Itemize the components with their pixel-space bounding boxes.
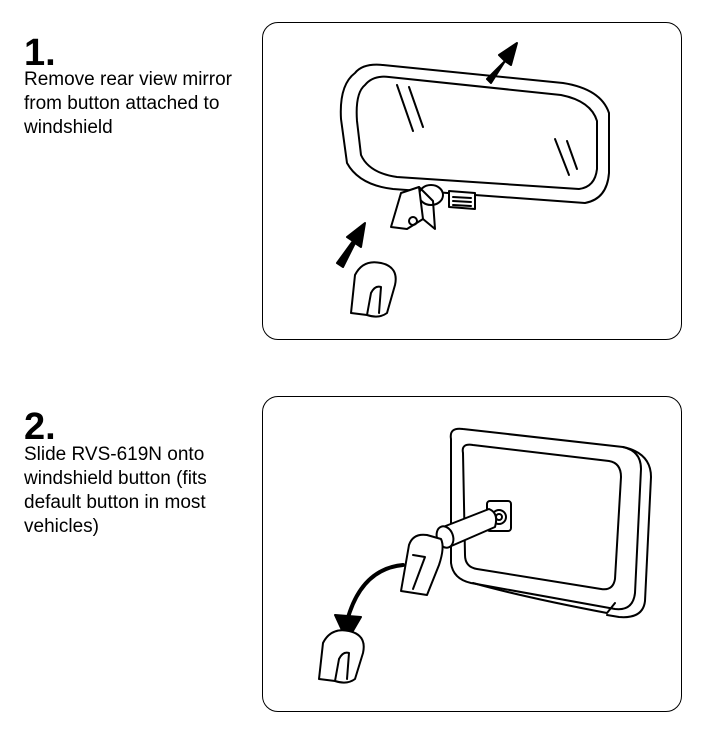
device-back-panel bbox=[461, 443, 622, 591]
glass-glare bbox=[554, 138, 570, 176]
curved-arrow-icon bbox=[345, 563, 405, 623]
curved-arrow-head bbox=[334, 614, 362, 642]
glass-glare bbox=[408, 86, 424, 128]
arrow-up-right-icon bbox=[336, 222, 366, 268]
glass-glare bbox=[396, 84, 414, 132]
step-1-illustration-panel bbox=[262, 22, 682, 340]
rearview-mirror-removal-icon bbox=[336, 42, 610, 318]
mount-bracket bbox=[390, 186, 424, 230]
mirror-glass bbox=[355, 75, 598, 190]
arrow-up-right-icon bbox=[486, 42, 518, 84]
camera-mount-slide-icon bbox=[318, 427, 652, 684]
step-2-instruction: Slide RVS-619N onto windshield button (f… bbox=[24, 444, 207, 537]
mirror-stem-ball bbox=[418, 184, 444, 206]
mirror-housing bbox=[339, 63, 610, 204]
device-housing bbox=[449, 427, 642, 611]
mount-arm bbox=[442, 508, 498, 548]
step-2-illustration-panel bbox=[262, 396, 682, 712]
step-2-number: 2. bbox=[24, 406, 56, 448]
mount-screw bbox=[408, 216, 418, 226]
glass-glare bbox=[566, 140, 578, 170]
step-1-number: 1. bbox=[24, 32, 56, 74]
step-1-instruction: Remove rear view mirror from button atta… bbox=[24, 69, 232, 138]
